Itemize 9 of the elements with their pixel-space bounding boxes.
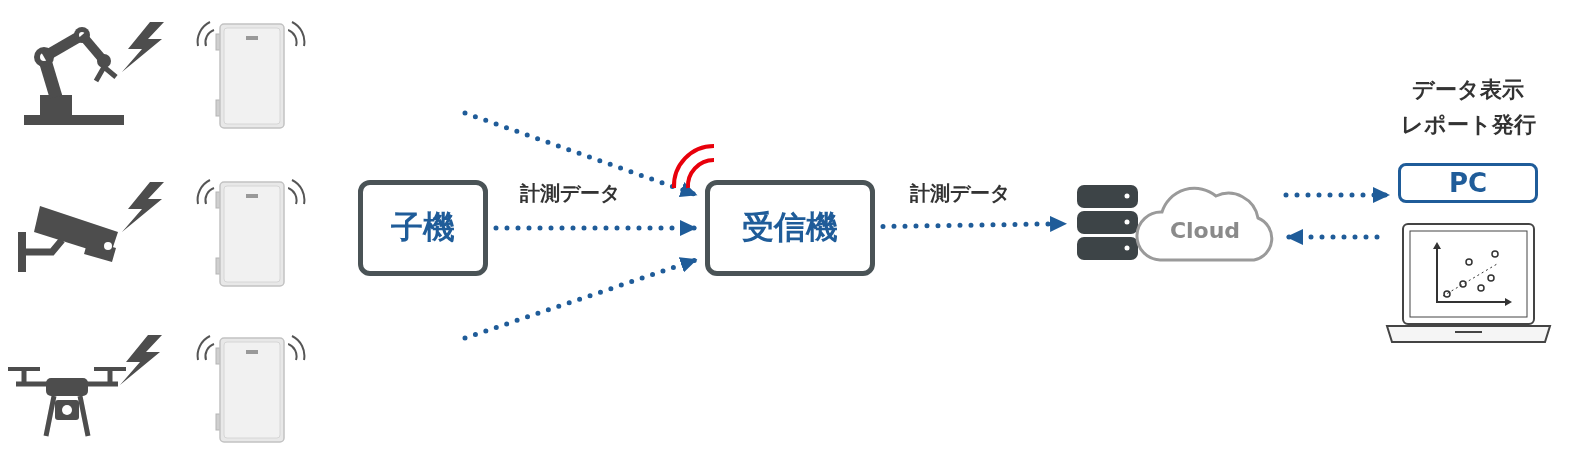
cloud-label: Cloud	[1168, 218, 1242, 244]
heading-text: レポート発行	[1400, 111, 1536, 139]
process-box: 受信機	[705, 180, 875, 276]
arrow	[880, 215, 1070, 232]
process-box: 子機	[358, 180, 488, 276]
heading-text: データ表示	[1412, 76, 1524, 104]
label-box: PC	[1398, 163, 1538, 203]
arrow	[462, 256, 700, 341]
arrow	[462, 110, 700, 198]
